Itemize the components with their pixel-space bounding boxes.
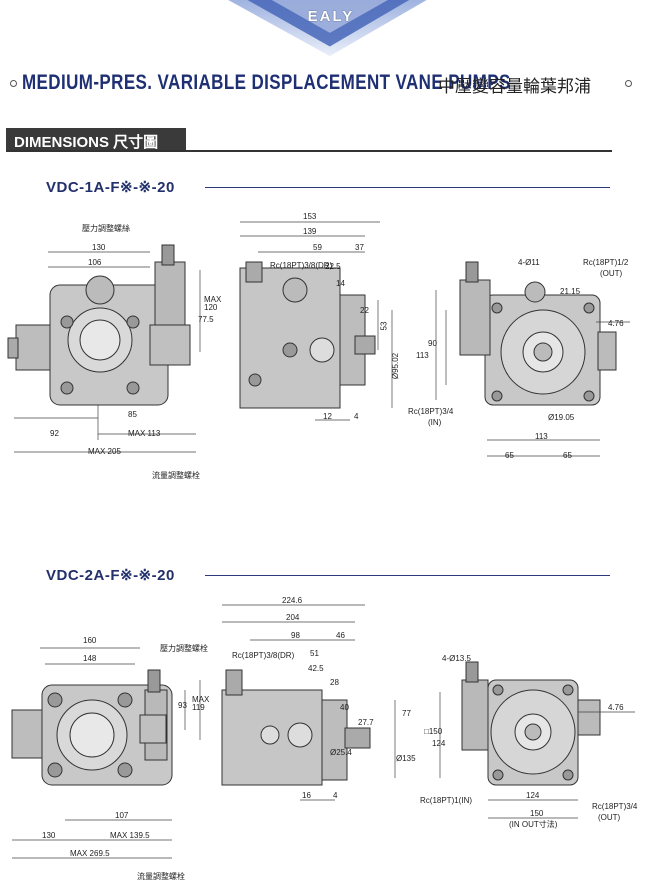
vdc2-dim-124: 124	[526, 791, 540, 800]
title-bullet-left	[10, 80, 17, 87]
vdc2-dim-130: 130	[42, 831, 56, 840]
vdc1-rc-dr: Rc(18PT)3/8(DR)	[270, 261, 333, 270]
vdc2-dim-204: 204	[286, 613, 300, 622]
vdc1-dim-4-76: 4.76	[608, 319, 624, 328]
vdc2-dim-sq150: □150	[424, 727, 443, 736]
page-title-zh: 中壓變容量輪葉邦浦	[438, 77, 591, 97]
vdc2-dim-max269-5: MAX 269.5	[70, 849, 110, 858]
vdc2-flow-screw-label: 流量調整螺栓	[137, 872, 185, 881]
page-title-en: MEDIUM-PRES. VARIABLE DISPLACEMENT VANE …	[22, 70, 511, 94]
vdc2-dim-224-6: 224.6	[282, 596, 303, 605]
vdc1-dim-max113: MAX 113	[128, 429, 161, 438]
vdc2-dim-51: 51	[310, 649, 319, 658]
vdc1-dim-max120: MAX 120	[204, 295, 222, 312]
vdc2-dim-4-76: 4.76	[608, 703, 624, 712]
vdc1-dim-92: 92	[50, 429, 59, 438]
vdc2-out-label: (OUT)	[598, 813, 621, 822]
vdc1-dim-65b: 65	[563, 451, 572, 460]
title-bullet-right	[625, 80, 632, 87]
vdc1-dim-113: 113	[535, 432, 548, 441]
section-rule	[6, 150, 612, 152]
vdc1-pressure-screw-label: 壓力調整螺絲	[82, 224, 130, 233]
header-banner	[228, 0, 427, 57]
vdc2-dim-77: 77	[402, 709, 411, 718]
vdc1-rc-in: Rc(18PT)3/4	[408, 407, 454, 416]
vdc1-dim-65a: 65	[505, 451, 514, 460]
model-title-vdc1: VDC-1A-F※-※-20	[46, 179, 175, 196]
vdc2-rc-dr: Rc(18PT)3/8(DR)	[232, 651, 295, 660]
vdc2-dim-4: 4	[333, 791, 338, 800]
vdc1-in-label: (IN)	[428, 418, 442, 427]
vdc2-dim-16: 16	[302, 791, 311, 800]
vdc1-dim-22-5: 22.5	[325, 262, 341, 271]
vdc2-in-out-label: (IN OUT寸法)	[509, 820, 558, 829]
vdc2-dim-93: 93	[178, 701, 187, 710]
vdc2-dim-124v: 124	[432, 739, 446, 748]
section-bar	[6, 128, 186, 150]
vdc1-out-label: (OUT)	[600, 269, 623, 278]
model-rule-vdc2	[205, 575, 610, 576]
vdc1-rear-holes: 4-Ø11	[518, 258, 540, 267]
vdc1-dim-106: 106	[88, 258, 102, 267]
vdc1-dim-12: 12	[323, 412, 332, 421]
vdc1-dim-85: 85	[128, 410, 137, 419]
vdc2-dim-148: 148	[83, 654, 97, 663]
vdc2-dim-max139-5: MAX 139.5	[110, 831, 150, 840]
vdc1-dim-37: 37	[355, 243, 364, 252]
vdc1-dim-4: 4	[354, 412, 359, 421]
vdc1-dim-90: 90	[428, 339, 437, 348]
vdc1-dim-113v: 113	[416, 351, 429, 360]
model-title-vdc2: VDC-2A-F※-※-20	[46, 567, 175, 584]
vdc1-dim-77-5: 77.5	[198, 315, 214, 324]
vdc1-rc-out: Rc(18PT)1/2	[583, 258, 629, 267]
vdc2-dim-98: 98	[291, 631, 300, 640]
brand-logo: EALY	[307, 8, 355, 25]
vdc2-dim-max119: MAX 119	[192, 695, 210, 712]
vdc2-dim-46: 46	[336, 631, 345, 640]
vdc1-dim-22: 22	[360, 306, 369, 315]
vdc2-rear-holes: 4-Ø13.5	[442, 654, 471, 663]
vdc1-dim-19: Ø19.05	[548, 413, 575, 422]
vdc2-dim-107: 107	[115, 811, 129, 820]
vdc2-dim-42-5: 42.5	[308, 664, 324, 673]
section-label: DIMENSIONS 尺寸圖	[14, 134, 159, 151]
vdc2-pressure-screw-label: 壓力調整螺栓	[160, 644, 208, 653]
vdc1-dim-130: 130	[92, 243, 106, 252]
vdc1-dim-139: 139	[303, 227, 317, 236]
vdc1-dim-153: 153	[303, 212, 317, 221]
model-rule-vdc1	[205, 187, 610, 188]
vdc1-flow-screw-label: 流量調整螺栓	[152, 471, 200, 480]
vdc2-dim-28: 28	[330, 678, 339, 687]
vdc1-dim-59: 59	[313, 243, 322, 252]
vdc2-rc-in: Rc(18PT)1(IN)	[420, 796, 473, 805]
vdc2-rc-out: Rc(18PT)3/4	[592, 802, 638, 811]
vdc2-dim-40: 40	[340, 703, 349, 712]
vdc1-dim-max205: MAX 205	[88, 447, 121, 456]
vdc2-dim-150: 150	[530, 809, 544, 818]
vdc2-dim-135: Ø135	[396, 754, 416, 763]
vdc2-dim-27-7: 27.7	[358, 718, 374, 727]
vdc2-dim-160: 160	[83, 636, 97, 645]
vdc1-dim-14: 14	[336, 279, 345, 288]
vdc1-dim-21-15: 21.15	[560, 287, 581, 296]
vdc2-dim-25-4: Ø25.4	[330, 748, 352, 757]
